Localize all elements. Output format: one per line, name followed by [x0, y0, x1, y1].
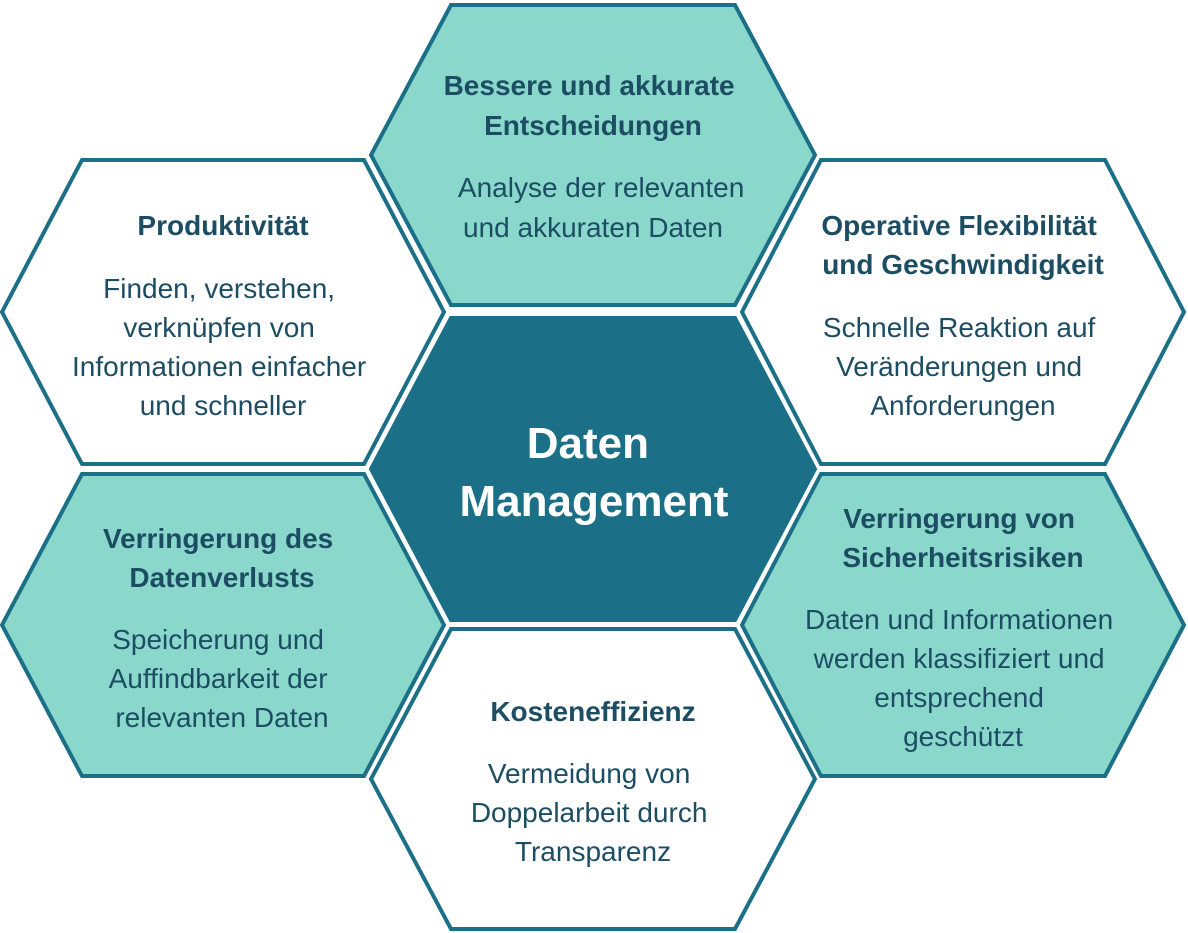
- hexagon-upper-left-description-line-1: Finden, verstehen,: [103, 273, 335, 304]
- hexagon-upper-left-description-line-3: Informationen einfacher: [72, 351, 366, 382]
- hexagon-lower-right-title: Verringerung von Sicherheitsrisiken: [842, 503, 1083, 573]
- hexagon-center: Daten Management: [368, 316, 818, 622]
- hexagon-center-shape: [368, 316, 818, 622]
- center-title-line-1: Daten: [527, 419, 649, 468]
- hexagon-lower-right-description-line-4: geschützt: [903, 721, 1023, 752]
- hexagon-lower-right-description-line-1: Daten und Informationen: [805, 604, 1113, 635]
- hexagon-bottom-title: Kosteneffizienz: [490, 696, 695, 727]
- hexagon-top-description-line-1: Analyse der relevanten: [458, 172, 744, 203]
- hexagon-bottom-description-line-2: Doppelarbeit durch: [471, 797, 708, 828]
- hexagon-lower-right-title-line-2: Sicherheitsrisiken: [842, 542, 1083, 573]
- hexagon-lower-left-description-line-2: Auffindbarkeit der: [109, 663, 328, 694]
- hexagon-top-shape: [368, 3, 818, 307]
- hexagon-upper-right-description: Schnelle Reaktion auf Veränderungen und …: [823, 312, 1103, 421]
- hexagon-lower-left-title-line-1: Verringerung des: [103, 523, 333, 554]
- hexagon-upper-right-title-line-1: Operative Flexibilität: [821, 210, 1096, 241]
- hexagon-upper-left-shape: [0, 158, 447, 466]
- hexagon-lower-right-description-line-2: werden klassifiziert und: [813, 643, 1105, 674]
- hexagon-upper-right-title: Operative Flexibilität und Geschwindigke…: [821, 210, 1104, 280]
- hexagon-lower-right-title-line-1: Verringerung von: [843, 503, 1075, 534]
- center-title-line-2: Management: [460, 477, 729, 526]
- hexagon-upper-left-description-line-4: und schneller: [140, 390, 307, 421]
- hexagon-top-title-line-1: Bessere und akkurate: [444, 70, 735, 101]
- hexagon-bottom-description: Vermeidung von Doppelarbeit durch Transp…: [471, 758, 715, 867]
- hexagon-lower-right-description: Daten und Informationen werden klassifiz…: [805, 604, 1121, 752]
- hexagon-upper-left: Produktivität Finden, verstehen, verknüp…: [0, 158, 447, 466]
- hexagon-upper-left-description: Finden, verstehen, verknüpfen von Inform…: [72, 273, 374, 421]
- hexagon-lower-right: Verringerung von Sicherheitsrisiken Date…: [739, 472, 1187, 778]
- hexagon-lower-left: Verringerung des Datenverlusts Speicheru…: [0, 472, 447, 778]
- hexagon-upper-right: Operative Flexibilität und Geschwindigke…: [739, 158, 1187, 466]
- hexagon-bottom-shape: [368, 627, 818, 931]
- hexagon-upper-left-title: Produktivität: [137, 210, 308, 241]
- hexagon-lower-left-shape: [0, 472, 447, 778]
- hexagon-bottom-description-line-1: Vermeidung von: [488, 758, 690, 789]
- hexagon-top: Bessere und akkurate Entscheidungen Anal…: [368, 3, 818, 307]
- hexagon-lower-left-title: Verringerung des Datenverlusts: [103, 523, 341, 593]
- hexagon-bottom-title-line-1: Kosteneffizienz: [490, 696, 695, 727]
- hexagon-upper-right-title-line-2: und Geschwindigkeit: [822, 249, 1104, 280]
- hexagon-lower-left-title-line-2: Datenverlusts: [129, 562, 314, 593]
- hexagon-bottom: Kosteneffizienz Vermeidung von Doppelarb…: [368, 627, 818, 931]
- hexagon-bottom-description-line-3: Transparenz: [515, 836, 671, 867]
- hexagon-lower-left-description-line-3: relevanten Daten: [115, 702, 328, 733]
- hexagon-upper-left-title-line-1: Produktivität: [137, 210, 308, 241]
- hexagon-top-description-line-2: und akkuraten Daten: [463, 212, 723, 243]
- hexagon-lower-left-description-line-1: Speicherung und: [112, 624, 324, 655]
- center-title: Daten Management: [460, 419, 729, 526]
- hexagon-upper-left-description-line-2: verknüpfen von: [123, 312, 314, 343]
- hexagon-upper-right-description-line-3: Anforderungen: [870, 390, 1055, 421]
- hexagon-upper-right-shape: [739, 158, 1187, 466]
- hexagon-upper-right-description-line-1: Schnelle Reaktion auf: [823, 312, 1096, 343]
- hexagon-upper-right-description-line-2: Veränderungen und: [836, 351, 1082, 382]
- hexagon-lower-right-shape: [739, 472, 1187, 778]
- hexagon-top-description: Analyse der relevanten und akkuraten Dat…: [458, 172, 752, 243]
- hexagon-top-title-line-2: Entscheidungen: [484, 110, 702, 141]
- hexagon-lower-left-description: Speicherung und Auffindbarkeit der relev…: [109, 624, 336, 733]
- hexagon-top-title: Bessere und akkurate Entscheidungen: [444, 70, 743, 141]
- hexagon-lower-right-description-line-3: entsprechend: [874, 682, 1044, 713]
